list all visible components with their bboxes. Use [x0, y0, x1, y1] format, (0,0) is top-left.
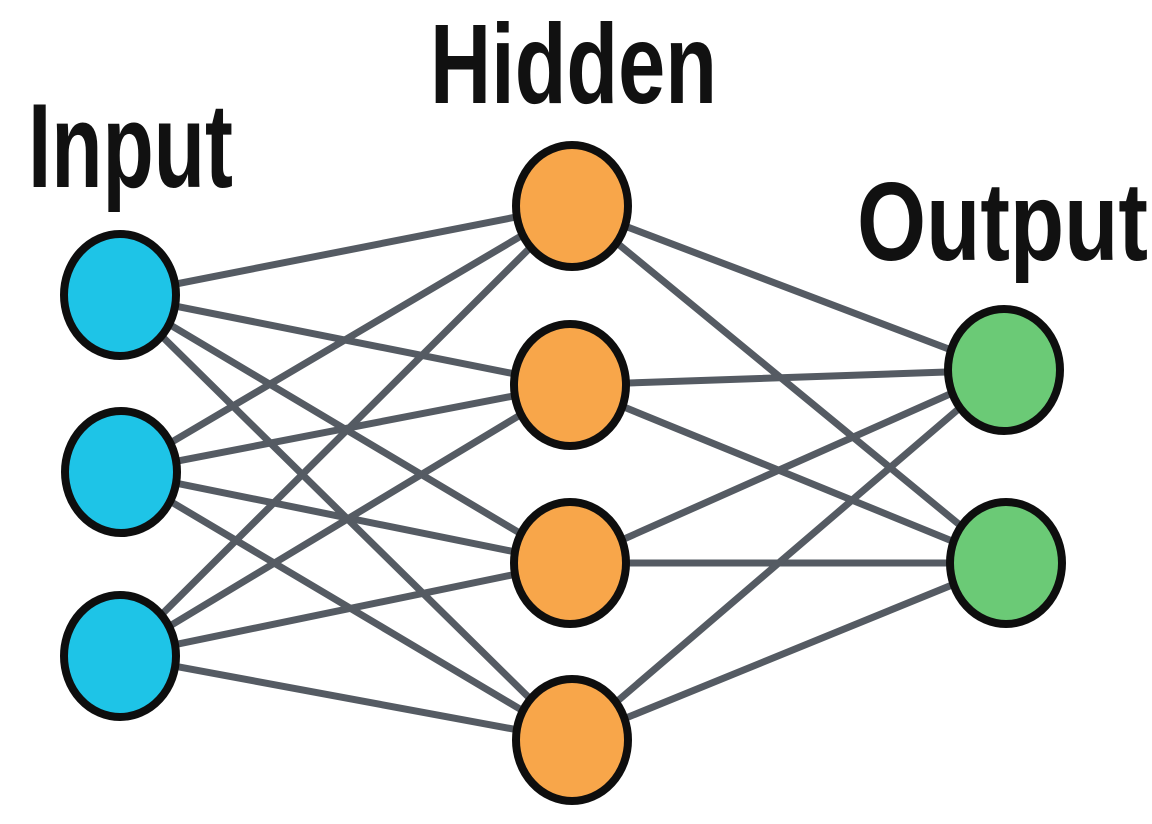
edge-input-3-hidden-3 — [116, 559, 574, 660]
hidden-1-node — [512, 141, 632, 271]
edge-hidden-3-output-1 — [566, 366, 1008, 567]
input-3-node — [60, 591, 180, 721]
edge-hidden-1-output-1 — [568, 202, 1008, 374]
output-1-node — [944, 305, 1064, 435]
output-2-node — [946, 498, 1066, 628]
nodes-layer — [60, 141, 1066, 805]
edge-input-2-hidden-1 — [117, 202, 576, 476]
edge-input-3-hidden-4 — [116, 652, 576, 744]
input-layer-label: Input — [28, 79, 233, 213]
edges-layer — [116, 202, 1010, 744]
hidden-3-node — [510, 498, 630, 628]
output-layer-label: Output — [857, 160, 1148, 284]
edge-hidden-2-output-1 — [566, 366, 1008, 389]
edge-hidden-4-output-2 — [568, 559, 1010, 744]
edge-input-1-hidden-1 — [116, 202, 576, 299]
input-2-node — [61, 407, 181, 537]
hidden-4-node — [512, 675, 632, 805]
hidden-layer-label: Hidden — [430, 1, 717, 127]
edge-input-3-hidden-2 — [116, 381, 574, 660]
labels-layer: Input Hidden Output — [28, 1, 1148, 284]
input-1-node — [60, 230, 180, 360]
edge-input-3-hidden-1 — [116, 202, 576, 660]
edge-hidden-1-output-2 — [568, 202, 1010, 567]
hidden-2-node — [510, 320, 630, 450]
edge-hidden-2-output-2 — [566, 381, 1010, 567]
edge-hidden-4-output-1 — [568, 366, 1008, 744]
